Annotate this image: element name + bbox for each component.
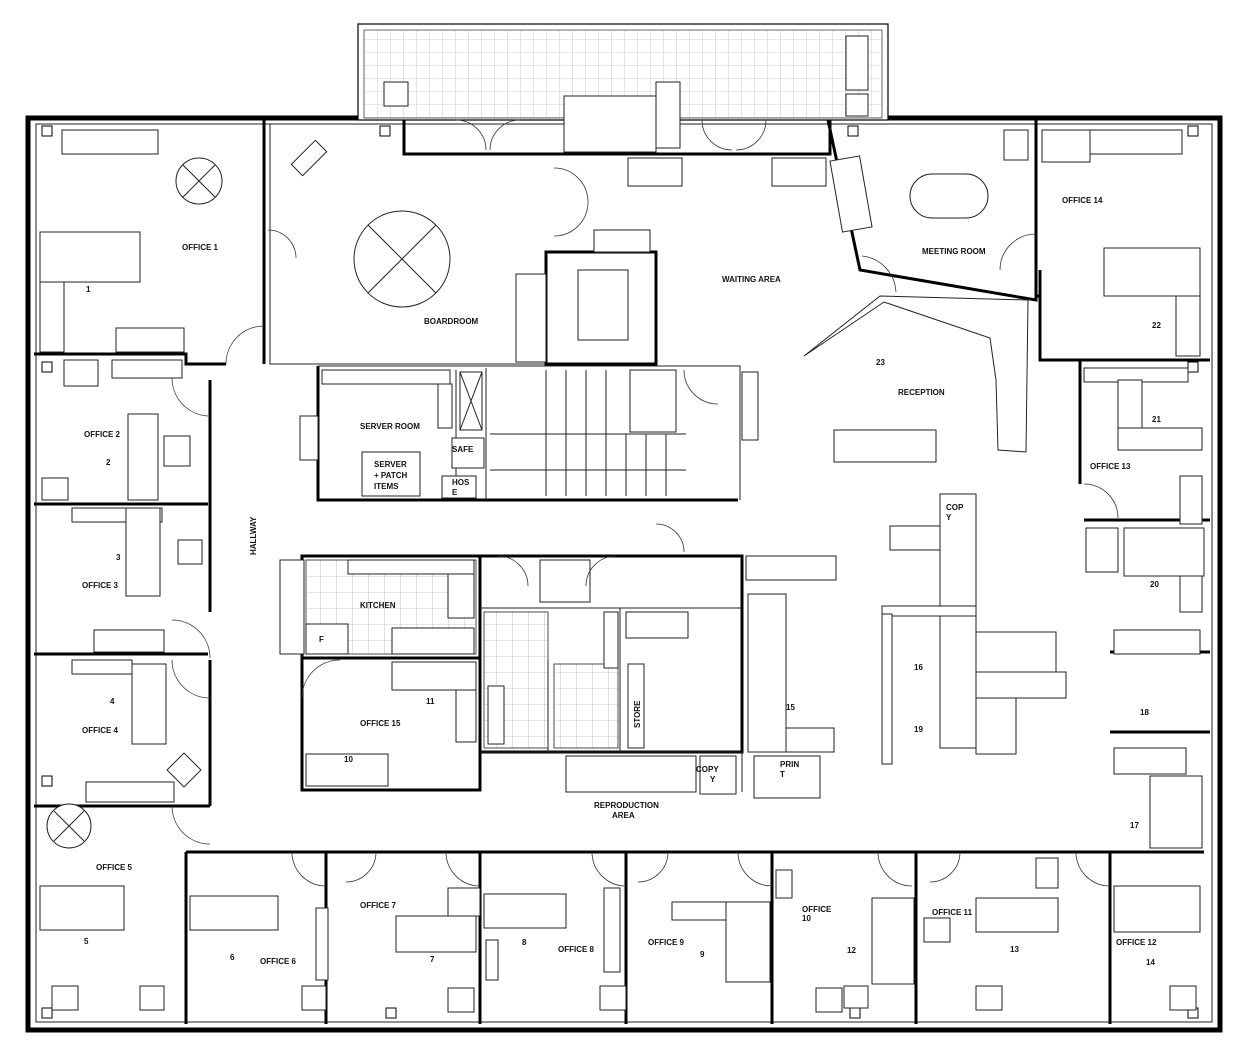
label-office-4: OFFICE 4 — [82, 726, 119, 735]
interior-walls — [34, 119, 1210, 1024]
label-office-3: OFFICE 3 — [82, 581, 119, 590]
seat-11: 11 — [426, 697, 435, 706]
label-server-items-2: + PATCH — [374, 471, 407, 480]
seat-21: 21 — [1152, 415, 1161, 424]
column-markers — [41, 125, 1199, 1019]
label-boardroom: BOARDROOM — [424, 317, 479, 326]
seat-numbers: 1 2 3 4 5 6 7 8 9 10 11 12 13 14 15 16 1… — [84, 285, 1161, 967]
seat-6: 6 — [230, 953, 235, 962]
label-office-7: OFFICE 7 — [360, 901, 397, 910]
label-reproduction-area: AREA — [612, 811, 635, 820]
label-safe: SAFE — [452, 445, 474, 454]
label-waiting-area: WAITING AREA — [722, 275, 781, 284]
seat-15: 15 — [786, 703, 795, 712]
label-office-11: OFFICE 11 — [932, 908, 973, 917]
furniture — [39, 129, 1205, 1013]
label-reception: RECEPTION — [898, 388, 945, 397]
seat-12: 12 — [847, 946, 856, 955]
label-server-items-3: ITEMS — [374, 482, 399, 491]
seat-7: 7 — [430, 955, 435, 964]
room-labels: OFFICE 1 OFFICE 2 OFFICE 3 OFFICE 4 OFFI… — [82, 196, 1157, 966]
label-office-2: OFFICE 2 — [84, 430, 121, 439]
label-office-9: OFFICE 9 — [648, 938, 685, 947]
seat-10: 10 — [344, 755, 353, 764]
seat-3: 3 — [116, 553, 121, 562]
seat-8: 8 — [522, 938, 527, 947]
label-copy-b-2: Y — [710, 775, 716, 784]
seat-2: 2 — [106, 458, 111, 467]
label-office-10: OFFICE — [802, 905, 832, 914]
exterior-walls — [25, 23, 1223, 1033]
seat-14: 14 — [1146, 958, 1155, 967]
label-office-10-num: 10 — [802, 914, 811, 923]
seat-16: 16 — [914, 663, 923, 672]
label-copy-a-2: Y — [946, 513, 952, 522]
seat-18: 18 — [1140, 708, 1149, 717]
seat-23: 23 — [876, 358, 885, 367]
label-office-6: OFFICE 6 — [260, 957, 297, 966]
label-hose-1: HOS — [452, 478, 470, 487]
label-hose-2: E — [452, 488, 458, 497]
label-office-1: OFFICE 1 — [182, 243, 219, 252]
label-office-12: OFFICE 12 — [1116, 938, 1157, 947]
doors — [171, 119, 1119, 887]
label-kitchen: KITCHEN — [360, 601, 396, 610]
label-store: STORE — [633, 700, 642, 728]
seat-19: 19 — [914, 725, 923, 734]
seat-5: 5 — [84, 937, 89, 946]
seat-20: 20 — [1150, 580, 1159, 589]
label-copy-b: COPY — [696, 765, 719, 774]
label-office-13: OFFICE 13 — [1090, 462, 1131, 471]
label-printer: PRIN — [780, 760, 799, 769]
label-office-8: OFFICE 8 — [558, 945, 595, 954]
label-reproduction: REPRODUCTION — [594, 801, 659, 810]
label-office-5: OFFICE 5 — [96, 863, 133, 872]
label-copy-a: COP — [946, 503, 964, 512]
label-office-15: OFFICE 15 — [360, 719, 401, 728]
label-server-room: SERVER ROOM — [360, 422, 420, 431]
seat-13: 13 — [1010, 945, 1019, 954]
label-hallway: HALLWAY — [249, 516, 258, 555]
label-fridge: F — [319, 635, 324, 644]
label-printer-2: T — [780, 770, 785, 779]
seat-1: 1 — [86, 285, 91, 294]
label-meeting-room: MEETING ROOM — [922, 247, 986, 256]
label-server-items-1: SERVER — [374, 460, 407, 469]
label-office-14: OFFICE 14 — [1062, 196, 1103, 205]
seat-9: 9 — [700, 950, 705, 959]
seat-22: 22 — [1152, 321, 1161, 330]
seat-4: 4 — [110, 697, 115, 706]
seat-17: 17 — [1130, 821, 1139, 830]
